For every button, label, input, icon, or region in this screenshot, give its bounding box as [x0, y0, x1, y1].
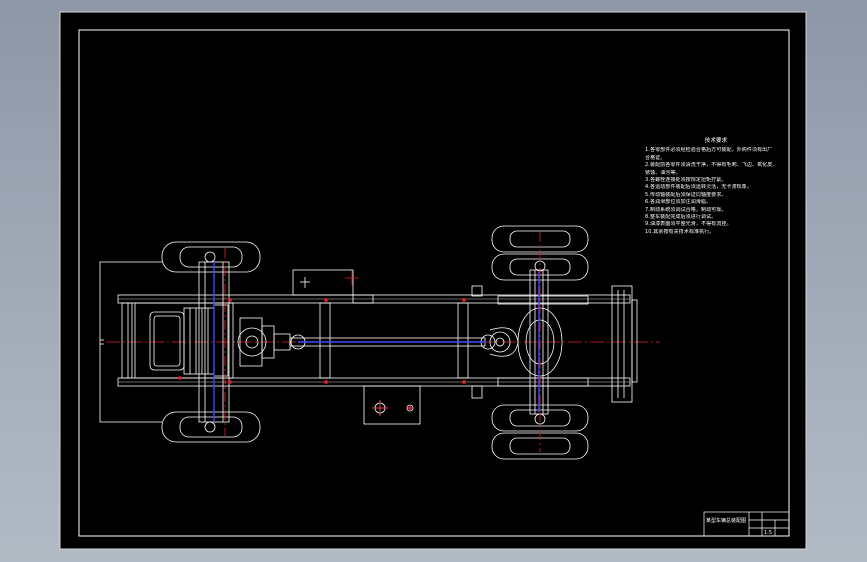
title-block [703, 511, 790, 537]
technical-notes: 技术要求 1.各零部件必须经检验合格后方可装配，外购件须有出厂 合格证。 2.装… [645, 138, 787, 236]
note-line: 合格证。 [645, 154, 666, 161]
note-line: 1.各零部件必须经检验合格后方可装配，外购件须有出厂 [645, 147, 773, 154]
shaft-highlights [213, 262, 540, 422]
wheel-front-right [161, 411, 261, 443]
note-line: 5.传动轴装配后须保证同轴度要求。 [645, 191, 727, 198]
note-line: 4.各运动部件装配后须运转灵活，无卡滞现象。 [645, 184, 752, 191]
note-line: 3.各螺栓连接处须按规定扭矩拧紧。 [645, 177, 727, 184]
note-line: 8.整车装配完成后须进行调试。 [645, 214, 717, 221]
note-line: 6.各润滑部位须加注润滑脂。 [645, 199, 712, 206]
notes-title: 技术要求 [704, 138, 728, 144]
drawing-sheet [59, 11, 807, 550]
inner-frame [78, 29, 790, 537]
note-line: 锈蚀、油污等。 [645, 169, 681, 176]
note-line: 2.装配前各零件须清洗干净，不得有毛刺、飞边、氧化皮、 [645, 162, 778, 169]
cross-member-1 [319, 302, 331, 379]
cab-floor [134, 302, 234, 379]
fuel-tank [292, 269, 354, 296]
cross-member-2 [457, 302, 469, 379]
chassis-assembly [99, 225, 638, 460]
red-center-marks [178, 232, 541, 452]
note-line: 9.油漆表面须平整光滑，不得有流挂。 [645, 221, 732, 228]
wheel-front-left [161, 241, 261, 273]
title-block-scale: 1:5 [764, 530, 772, 536]
battery-box [363, 385, 421, 425]
note-line: 10.其余按有关技术标准执行。 [645, 228, 715, 235]
note-line: 7.制动系统须调试合格，制动可靠。 [645, 206, 727, 213]
title-block-name: 某型车辆总装配图 [706, 517, 746, 524]
steering-linkage [99, 261, 162, 423]
